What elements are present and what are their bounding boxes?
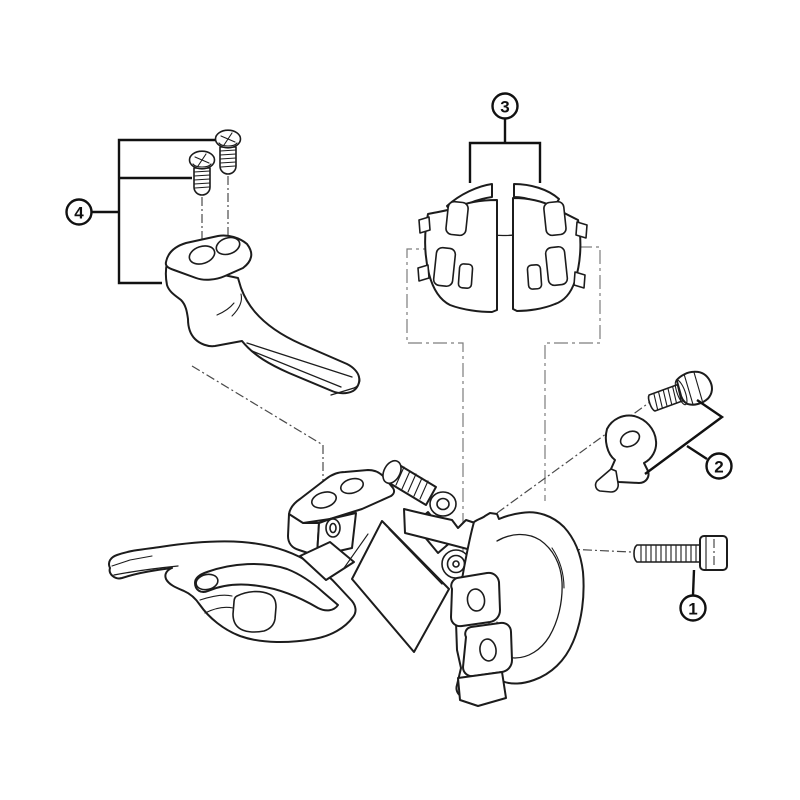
cage-blade-tip-facet [111,555,153,567]
adapter-slot-left [457,263,474,289]
clamp-lug-upper-hole [466,588,486,612]
part-2-cable-fixing-unit [594,370,713,493]
screw-left-threads [193,170,211,189]
pivot-boss-center [452,560,460,568]
guide-bracket-hole-left [188,245,216,265]
adapter-tab-left-upper [418,216,431,234]
callout-1-number: 1 [688,600,697,619]
part-1-clamp-bolt [633,535,728,571]
fixing-bolt-threads [653,384,682,411]
adapter-window-right-bottom [544,245,569,287]
fixing-plate-foot [594,468,619,493]
cage-blade-lower-edge [113,565,179,576]
screw-left [188,150,216,196]
adjuster-boss-inner [436,497,450,511]
fixing-plate-hole [619,430,641,448]
callout-1: 1 [679,569,707,622]
block-hole-left [311,491,337,509]
link-plate-back-edge [343,533,369,569]
adapter-tab-left-lower [417,264,430,282]
fixing-bolt-shaft [647,383,685,412]
clamp-bolt-threads [640,544,697,563]
clamp-foot [457,671,507,707]
derailleur-body [107,459,585,707]
fixing-bolt-head-facets [683,371,703,406]
projection-lines [406,246,601,585]
guide-bracket-crease [216,293,242,317]
spring-coils [395,466,429,500]
callout-3: 3 [468,92,542,183]
part1-bolt-axis [565,548,632,553]
projection-box-right [544,246,601,501]
link-arm [299,541,355,581]
projection-box-left [406,248,464,585]
cage-inner-rail [194,563,339,612]
clamp-lug-lower-hole [479,638,497,662]
callout-4: 4 [65,138,215,285]
callout-3-circle [491,92,519,120]
screw-left-phillips [192,153,212,168]
screw-right-phillips [218,132,238,147]
outer-link-plate [351,520,450,653]
adapter-slot-right [526,264,543,290]
cable-fixing-plate [594,414,658,493]
callout-2-bracket [644,399,725,475]
adapter-tab-right-lower [573,271,586,289]
adapter-window-left-top [445,200,469,237]
block-top-face [288,469,396,525]
callout-2-number: 2 [714,458,723,477]
part-4-guide-bracket [164,234,361,396]
callout-1-circle [679,594,707,622]
adapter-window-left-bottom [432,246,457,288]
part4-projection-axis [191,365,324,492]
adapter-tab-right-upper [575,221,588,239]
part-3-clamp-adapter [417,183,588,313]
callout-2-circle [705,452,733,480]
cage-crease [199,594,234,614]
callout-2: 2 [644,399,733,480]
part-4-screws [188,129,242,196]
spring-end-cap [382,459,402,485]
fixing-bolt-flange [674,379,688,406]
callout-1-leader [691,569,696,596]
link-plate-edge [388,528,443,585]
guide-bracket-blade-endcap [330,376,361,396]
callout-3-bracket [468,119,542,183]
callout-4-number: 4 [74,204,84,223]
cage-rail-end [195,573,219,591]
cable-fixing-bolt [647,370,713,412]
callout-4-circle [65,198,93,226]
chain-guide-cage [107,540,357,644]
adapter-window-right-top [543,200,567,237]
clamp-bolt-shaft [633,544,701,563]
clamp-band [450,511,585,707]
guide-bracket-blade-edge [246,342,353,388]
clamp-band-wall-line [551,547,565,589]
guide-bracket-arm [164,262,361,395]
linkage-plate [299,520,450,653]
cage-center-hole [232,590,277,633]
block-hole-right [339,477,365,495]
callout-3-number: 3 [500,98,509,117]
callout-4-bracket [92,138,215,285]
screw-right [214,129,242,175]
guide-bracket-hole-right [215,236,241,256]
screw-right-threads [219,149,237,168]
block-boss-hole [329,522,337,534]
